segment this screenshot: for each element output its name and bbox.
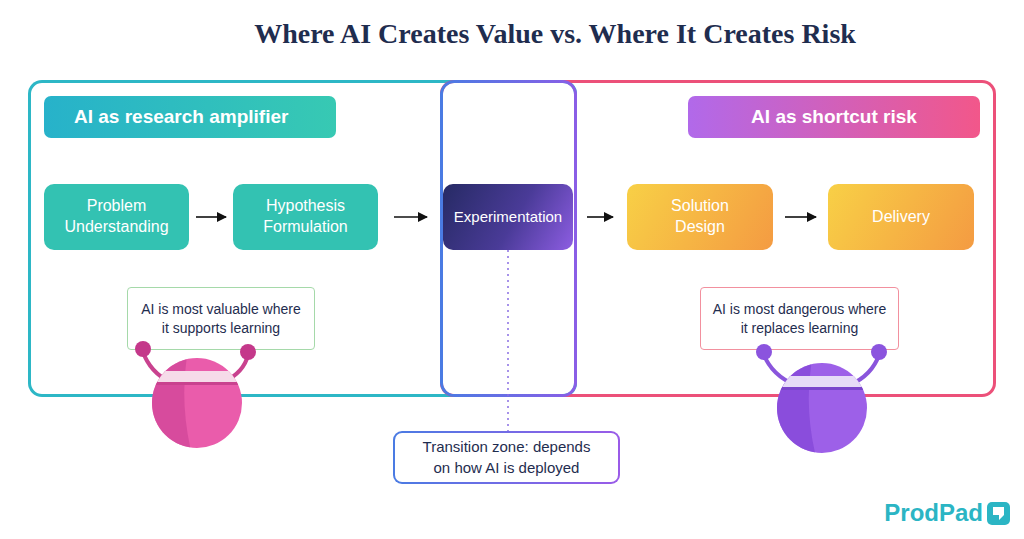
box-label: Hypothesis Formulation <box>247 196 364 238</box>
robot-illustration <box>756 344 887 475</box>
callout-box: AI is most valuable where it supports le… <box>127 287 315 350</box>
callout-text: Transition zone: depends on how AI is de… <box>415 437 598 478</box>
process-box: Hypothesis Formulation <box>233 184 378 250</box>
process-box: Experimentation <box>443 184 573 250</box>
callout-text: AI is most dangerous where it replaces l… <box>711 300 888 338</box>
box-label: Delivery <box>872 207 930 228</box>
robot-headband <box>150 382 245 385</box>
box-label: Problem Understanding <box>58 196 175 238</box>
diagram-title: Where AI Creates Value vs. Where It Crea… <box>105 18 1005 50</box>
box-label: Solution Design <box>653 196 747 238</box>
box-label: Experimentation <box>454 207 562 227</box>
risk-panel: AI as shortcut riskSolution Design Delive… <box>440 80 996 397</box>
robot-arm <box>850 355 879 385</box>
transition-band <box>442 82 576 396</box>
robot-headband <box>150 371 245 382</box>
process-box: Solution Design <box>627 184 773 250</box>
flow-arrow <box>196 216 226 218</box>
robot-body <box>152 358 242 448</box>
robot-hand <box>756 344 772 360</box>
robot-arm <box>224 355 248 382</box>
robot-headband <box>775 387 870 390</box>
robot-hand <box>135 341 151 357</box>
brand-logo: ProdPad <box>840 499 983 527</box>
logo-mark <box>993 507 1004 520</box>
robot-shade <box>777 345 821 475</box>
flow-arrow <box>785 216 816 218</box>
leader-line <box>507 250 509 431</box>
logo-mark <box>987 502 1010 525</box>
callout-box: Transition zone: depends on how AI is de… <box>393 431 620 484</box>
robot-hand <box>871 344 887 360</box>
robot-arm <box>143 352 170 382</box>
robot-body <box>777 363 867 453</box>
flow-arrow <box>587 216 613 218</box>
callout-text: AI is most valuable where it supports le… <box>137 300 305 338</box>
robot-headband <box>775 376 870 387</box>
panel-heading: AI as research amplifier <box>44 96 336 138</box>
panel-heading: AI as shortcut risk <box>688 96 980 138</box>
robot-illustration <box>135 340 256 470</box>
robot-hand <box>240 344 256 360</box>
process-box: Problem Understanding <box>44 184 189 250</box>
flow-arrow <box>394 216 427 218</box>
callout-box: AI is most dangerous where it replaces l… <box>700 287 899 350</box>
process-box: Delivery <box>828 184 974 250</box>
robot-arm <box>764 355 795 385</box>
robot-shade <box>152 340 196 470</box>
